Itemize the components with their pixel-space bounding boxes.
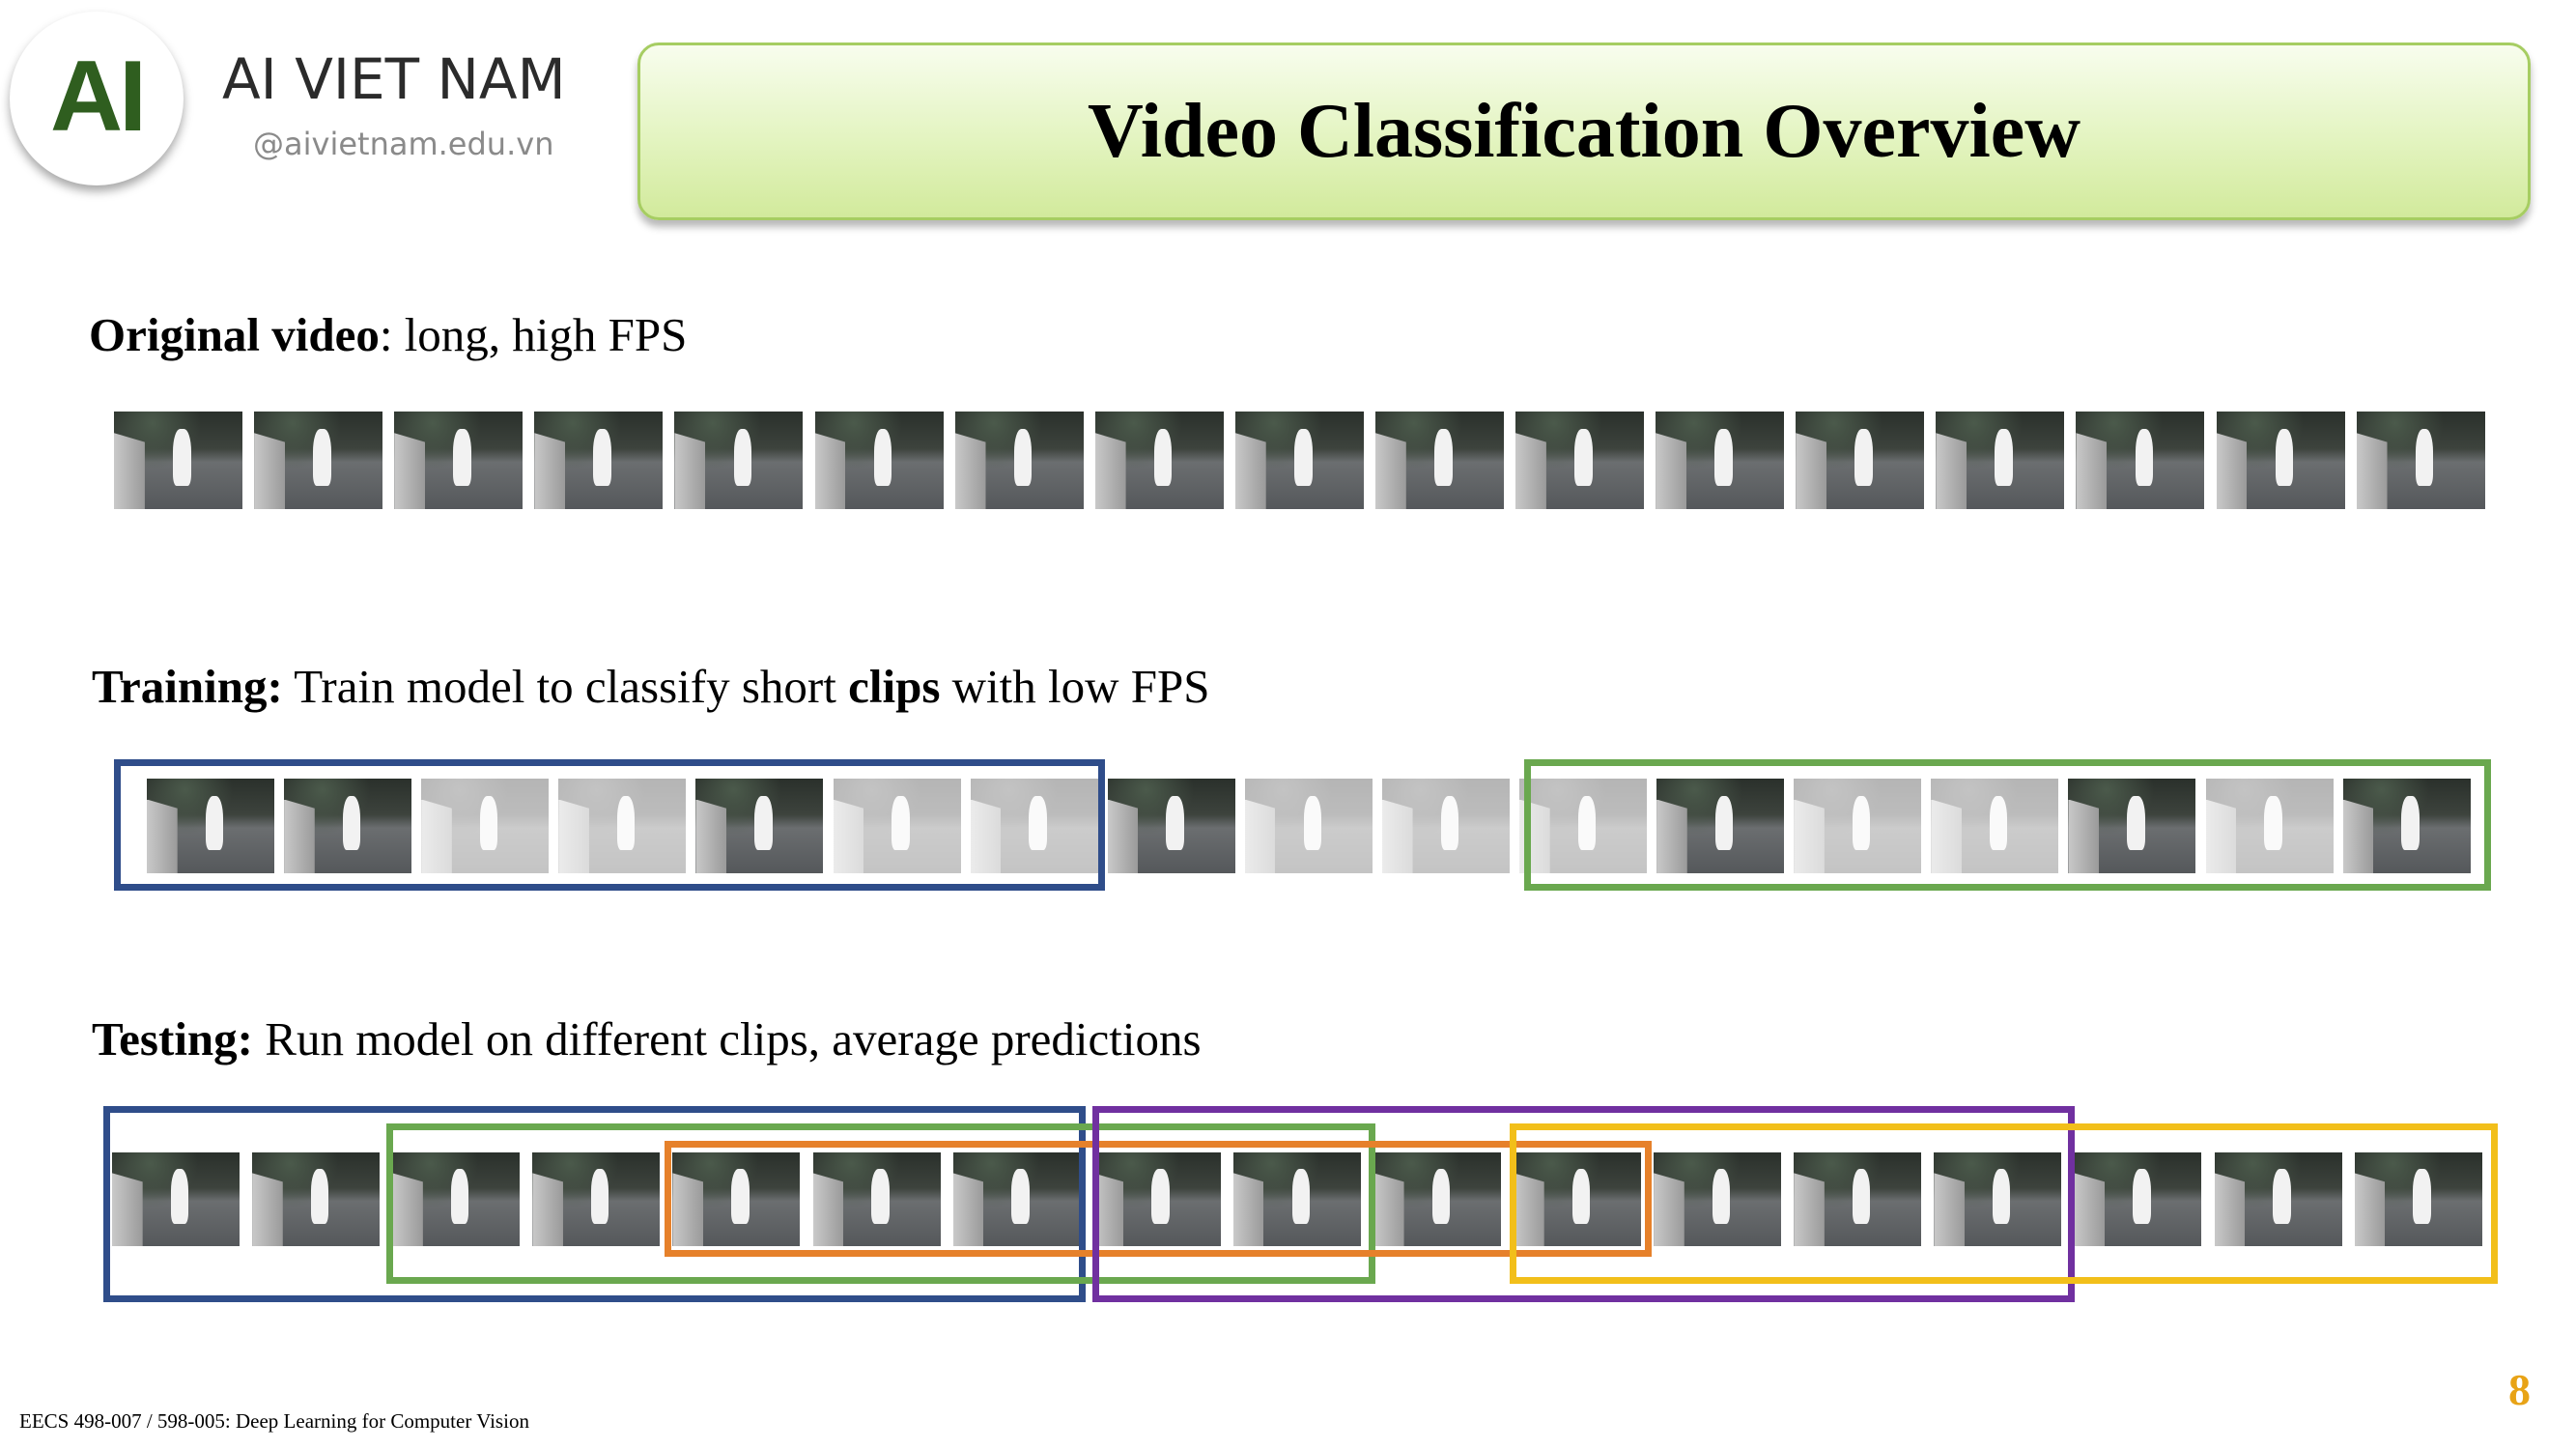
testing-frame (1514, 1152, 1641, 1246)
training-frame (147, 779, 274, 873)
testing-clip-box-purple (1092, 1106, 2075, 1302)
testing-frame (392, 1152, 521, 1246)
training-clips-word: clips (848, 660, 941, 713)
original-video-frame (814, 412, 944, 509)
course-footer: EECS 498-007 / 598-005: Deep Learning fo… (19, 1409, 529, 1433)
testing-frame (1654, 1152, 1782, 1246)
testing-clip-box-blue (103, 1106, 1086, 1302)
training-clip-box-green (1524, 759, 2491, 891)
original-video-frame (1656, 412, 1785, 509)
testing-frame (1373, 1152, 1501, 1246)
original-video-frame (2216, 412, 2345, 509)
training-frame (2205, 779, 2334, 873)
training-frame (1931, 779, 2059, 873)
original-video-frame (394, 412, 524, 509)
original-video-label: Original video (89, 308, 380, 361)
training-frame (970, 779, 1098, 873)
original-video-frame (2076, 412, 2205, 509)
training-frame (1794, 779, 1922, 873)
original-video-frame (2356, 412, 2485, 509)
training-frame (1519, 779, 1647, 873)
logo: AI (10, 12, 184, 185)
original-video-desc: : long, high FPS (379, 308, 688, 361)
original-video-frame (1515, 412, 1644, 509)
original-video-frame (1374, 412, 1504, 509)
testing-label: Testing: (92, 1012, 254, 1065)
testing-clip-box-yellow (1510, 1123, 2498, 1284)
original-video-frame (1234, 412, 1364, 509)
training-clip-box-blue (114, 759, 1105, 891)
testing-frame (2214, 1152, 2342, 1246)
training-frame (1107, 779, 1235, 873)
brand-url: @aivietnam.edu.vn (253, 126, 554, 162)
testing-frame (2074, 1152, 2202, 1246)
testing-clip-box-orange (665, 1141, 1652, 1257)
testing-frame (1232, 1152, 1361, 1246)
testing-frame (532, 1152, 661, 1246)
training-frame (833, 779, 961, 873)
training-desc-before: Train model to classify short (282, 660, 849, 713)
training-frame (558, 779, 687, 873)
original-video-frame (1796, 412, 1925, 509)
original-video-frame (1936, 412, 2065, 509)
training-frame (1244, 779, 1373, 873)
training-frame (2068, 779, 2196, 873)
testing-frame (2354, 1152, 2482, 1246)
training-frame (695, 779, 824, 873)
original-video-frame (674, 412, 804, 509)
testing-frame (812, 1152, 941, 1246)
testing-frame (1934, 1152, 2062, 1246)
page-number: 8 (2508, 1365, 2531, 1414)
training-frame (421, 779, 550, 873)
title-banner: Video Classification Overview (637, 43, 2531, 220)
training-desc-after: with low FPS (940, 660, 1210, 713)
brand-name: AI VIET NAM (222, 46, 566, 112)
logo-mark: AI (50, 41, 147, 153)
testing-frame (1794, 1152, 1922, 1246)
original-video-heading: Original video: long, high FPS (89, 307, 687, 362)
training-label: Training: (92, 660, 283, 713)
original-video-frame (114, 412, 242, 509)
original-video-frame (1094, 412, 1224, 509)
training-heading: Training: Train model to classify short … (92, 659, 1210, 714)
testing-frame (252, 1152, 381, 1246)
slide-title: Video Classification Overview (1087, 88, 2081, 174)
testing-desc: Run model on different clips, average pr… (253, 1012, 1202, 1065)
testing-frame (112, 1152, 240, 1246)
original-video-frame (254, 412, 383, 509)
testing-frame (952, 1152, 1081, 1246)
testing-heading: Testing: Run model on different clips, a… (92, 1011, 1202, 1066)
training-frame (1656, 779, 1785, 873)
original-video-frame (534, 412, 664, 509)
testing-frame (672, 1152, 801, 1246)
testing-clip-box-green (386, 1123, 1375, 1284)
training-frame (284, 779, 412, 873)
testing-frame (1092, 1152, 1221, 1246)
original-video-frame (954, 412, 1084, 509)
training-frame (2342, 779, 2471, 873)
training-frame (1381, 779, 1510, 873)
